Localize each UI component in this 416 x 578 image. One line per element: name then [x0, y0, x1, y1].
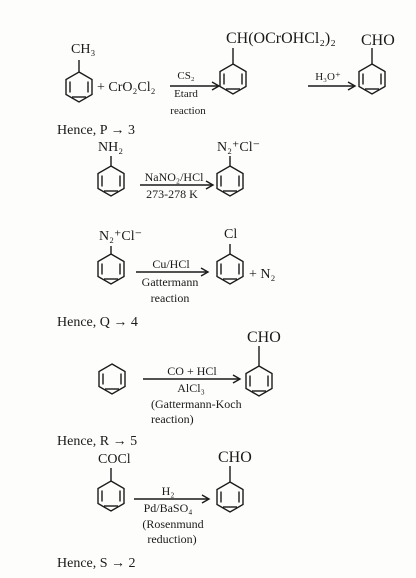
reaction-arrow-diazotization	[140, 180, 215, 190]
result-q: Hence, Q → 4	[57, 315, 138, 330]
benzene-ring-toluene	[65, 60, 93, 103]
reaction-arrow-gattermann-koch	[143, 374, 242, 384]
aldehyde-group-label-3: CHO	[218, 449, 252, 466]
benzene-ring-intermediate	[219, 48, 247, 95]
gattermann-reagent: Cu/HCl	[152, 257, 190, 271]
gattermann-arrow-label: Gattermann	[141, 275, 199, 289]
nitrogen-byproduct: + N₂	[249, 267, 276, 282]
rosenmund-reagent: H₂	[161, 484, 175, 498]
gattermann-koch-caption-2: reaction)	[151, 412, 194, 426]
aldehyde-group-label-1: CHO	[361, 32, 395, 49]
benzene-ring-aniline	[97, 156, 125, 197]
benzene-ring-diazonium-start	[97, 246, 125, 285]
gattermann-koch-reagent: CO + HCl	[167, 364, 217, 378]
gattermann-caption: reaction	[150, 291, 190, 305]
etard-caption: reaction	[170, 105, 206, 117]
result-r: Hence, R → 5	[57, 434, 138, 449]
result-s: Hence, S → 2	[57, 556, 136, 571]
benzene-ring-diazonium-product	[216, 156, 244, 197]
benzene-ring-benzaldehyde-3	[216, 466, 244, 513]
amino-group-label: NH₂	[98, 140, 124, 155]
gattermann-koch-caption-1: (Gattermann-Koch	[151, 397, 242, 411]
rosenmund-caption-2: reduction)	[147, 532, 197, 546]
diazonium-start-label: N₂⁺Cl⁻	[99, 229, 142, 244]
rosenmund-caption-1: (Rosenmund	[142, 517, 204, 531]
reaction-arrow-etard	[170, 81, 221, 91]
benzene-ring-chlorobenzene	[216, 244, 244, 285]
reaction-arrow-hydrolysis	[308, 81, 357, 91]
chromyl-chloride-reagent: + CrO₂Cl₂	[97, 80, 156, 95]
methyl-group-label: CH₃	[71, 42, 96, 57]
reaction-arrow-rosenmund	[134, 494, 211, 504]
diazonium-group-label: N₂⁺Cl⁻	[217, 140, 260, 155]
aldehyde-group-label-2: CHO	[247, 329, 281, 346]
chloro-group-label: Cl	[224, 227, 238, 242]
gattermann-koch-catalyst: AlCl₃	[177, 381, 205, 395]
chromium-complex-group: CH(OCrOHCl₂)₂	[226, 30, 336, 47]
reaction-arrow-gattermann	[136, 267, 210, 277]
benzene-ring-benzaldehyde-1	[358, 48, 386, 95]
rosenmund-catalyst: Pd/BaSO₄	[143, 501, 193, 515]
benzene-ring-benzoyl-chloride	[97, 468, 125, 512]
benzene-ring-benzene	[98, 363, 126, 395]
acyl-chloride-group-label: COCl	[98, 452, 131, 467]
etard-arrow-label: Etard	[174, 88, 198, 100]
hydrolysis-reagent: H₃O⁺	[315, 71, 341, 83]
benzene-ring-benzaldehyde-2	[245, 346, 273, 397]
result-p: Hence, P → 3	[57, 123, 136, 138]
etard-solvent-label: CS₂	[177, 70, 195, 82]
diazotization-reagent: NaNO₂/HCl	[144, 170, 204, 184]
diazotization-temperature: 273-278 K	[146, 187, 198, 201]
